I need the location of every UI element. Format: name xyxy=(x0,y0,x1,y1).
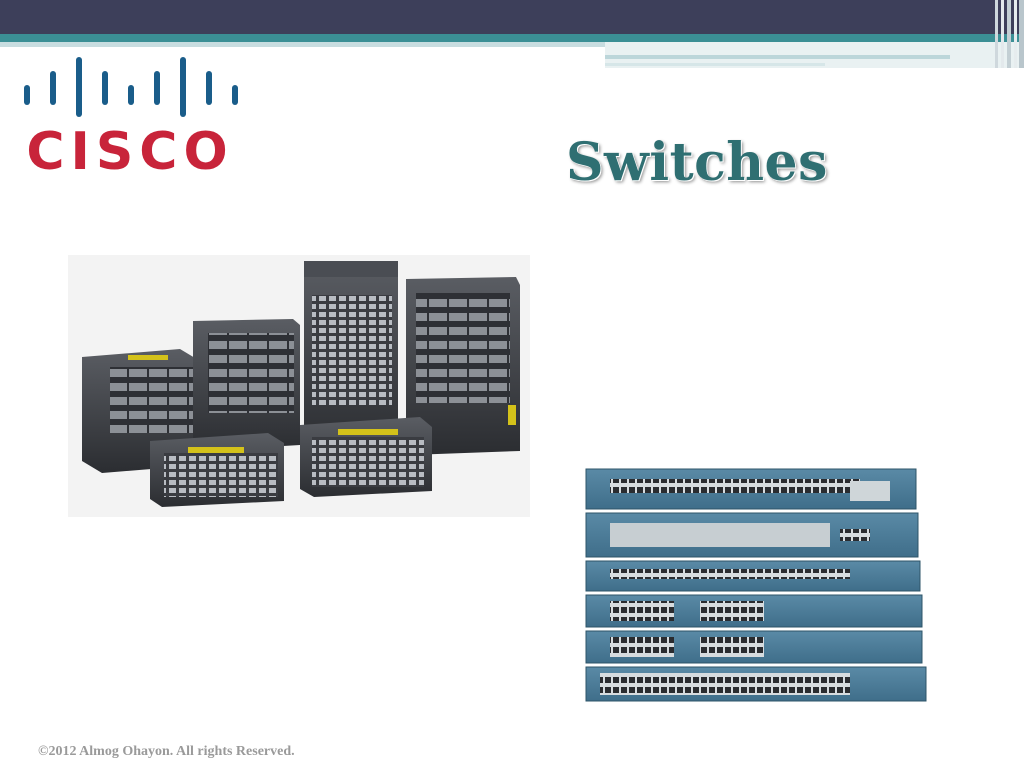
cisco-logo: CISCO xyxy=(22,55,242,182)
slide-header-band xyxy=(0,0,1024,68)
cisco-bridge-icon: CISCO xyxy=(24,57,238,182)
copyright-footer: ©2012 Almog Ohayon. All rights Reserved. xyxy=(38,744,295,759)
cisco-wordmark: CISCO xyxy=(26,122,233,180)
chassis-switches-photo xyxy=(68,255,530,517)
stacked-switches-photo xyxy=(580,465,930,705)
slide-title: Switches xyxy=(566,132,828,193)
